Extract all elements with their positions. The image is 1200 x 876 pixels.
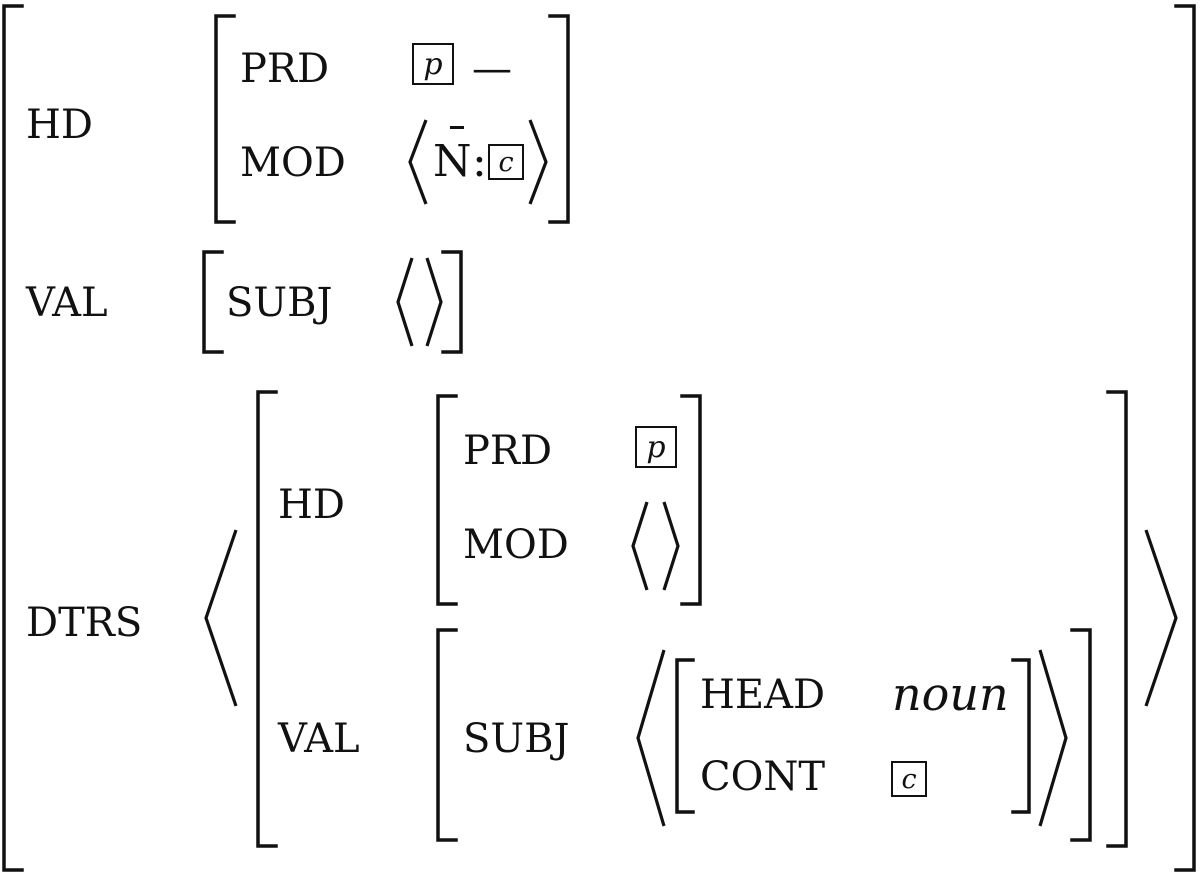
dtrs-right-angle [1144, 529, 1178, 707]
dtr-val-subj-label: SUBJ [463, 716, 570, 762]
subj-cont-tag: c [901, 764, 916, 795]
dtr-val-label: VAL [277, 716, 360, 762]
dtr-val-left-bracket [436, 628, 458, 842]
hd-mod-tag-box [488, 144, 524, 180]
dtr-left-bracket [256, 390, 278, 848]
hd-prd-tag-box [412, 43, 454, 85]
dtr-hd-mod-right-angle [662, 501, 680, 591]
dtrs-label: DTRS [26, 600, 142, 646]
dtr-hd-mod-left-angle [631, 501, 649, 591]
dtr-val-subj-left-angle [636, 649, 666, 827]
hd-mod-left-angle [408, 119, 428, 205]
hd-mod-colon: : [472, 136, 487, 187]
hd-mod-tag: c [498, 147, 513, 178]
hd-mod-right-angle [528, 119, 548, 205]
dtr-hd-left-bracket [436, 394, 458, 606]
val-left-bracket [202, 250, 224, 354]
dtr-hd-prd-label: PRD [463, 428, 552, 474]
subj-head-label: HEAD [700, 672, 825, 718]
subj-matrix-left-bracket [675, 658, 695, 814]
subj-matrix-right-bracket [1011, 658, 1031, 814]
val-subj-label: SUBJ [226, 280, 333, 326]
hd-mod-label: MOD [240, 140, 346, 186]
dtr-val-right-bracket [1070, 628, 1092, 842]
dtrs-left-angle [204, 529, 238, 707]
val-right-bracket [441, 250, 463, 354]
dtr-right-bracket [1106, 390, 1128, 848]
dtr-hd-label: HD [278, 482, 345, 528]
val-subj-left-angle [396, 257, 414, 347]
hd-prd-value: — [472, 46, 512, 92]
hd-label: HD [26, 102, 93, 148]
hd-left-bracket [214, 14, 236, 224]
val-subj-right-angle [425, 257, 443, 347]
subj-head-value: noun [892, 667, 1009, 721]
dtr-val-subj-right-angle [1038, 649, 1068, 827]
dtr-hd-prd-tag: p [646, 430, 665, 465]
dtr-hd-right-bracket [680, 394, 702, 606]
hd-prd-label: PRD [240, 46, 329, 92]
subj-cont-tag-box [891, 761, 927, 797]
dtr-hd-prd-tag-box [635, 426, 677, 468]
hd-right-bracket [548, 14, 570, 224]
hd-mod-noun: N [433, 136, 472, 187]
outer-right-bracket [1174, 4, 1196, 872]
outer-left-bracket [2, 4, 24, 872]
hd-prd-tag: p [423, 47, 442, 82]
val-label: VAL [25, 280, 108, 326]
subj-cont-label: CONT [700, 754, 825, 800]
dtr-hd-mod-label: MOD [463, 522, 569, 568]
n-bar-icon [450, 126, 464, 129]
